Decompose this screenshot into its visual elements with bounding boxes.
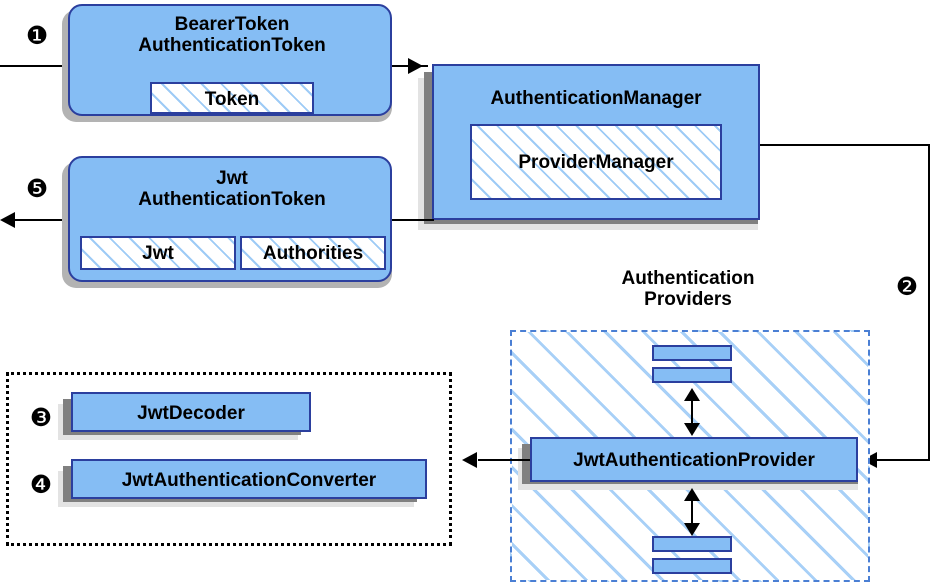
bearer-token-slot-token: Token [150, 82, 314, 114]
connector-provider-to-support [478, 459, 530, 461]
arrowhead-provider-down-top [684, 423, 700, 436]
arrowhead-provider-up [684, 388, 700, 401]
jwt-token-title: Jwt AuthenticationToken [138, 168, 326, 211]
arrowhead-to-manager [408, 58, 423, 74]
jwt-token-card[interactable]: Jwt AuthenticationToken Jwt Authorities [68, 156, 392, 282]
jwt-authentication-converter-title: JwtAuthenticationConverter [121, 470, 377, 491]
provider-placeholder-bar-4 [652, 558, 732, 574]
bearer-token-title: BearerToken AuthenticationToken [138, 14, 326, 57]
step-marker-1: ❶ [25, 21, 49, 50]
connector-manager-to-jwt-token [386, 219, 434, 221]
jwt-token-slot-jwt-label: Jwt [142, 243, 174, 264]
step-marker-4: ❹ [29, 470, 53, 499]
arrowhead-provider-down [684, 523, 700, 536]
connector-provider-down [691, 492, 693, 528]
jwt-token-slot-authorities: Authorities [240, 236, 386, 270]
arrowhead-response-out [0, 212, 15, 228]
provider-placeholder-bar-2 [652, 367, 732, 383]
jwt-decoder-title: JwtDecoder [137, 403, 245, 424]
bearer-token-card[interactable]: BearerToken AuthenticationToken Token [68, 4, 392, 116]
jwt-token-slot-authorities-label: Authorities [262, 243, 364, 264]
jwt-authentication-provider-box[interactable]: JwtAuthenticationProvider [530, 437, 858, 482]
connector-response-out [14, 219, 74, 221]
bearer-token-slot-token-label: Token [204, 89, 260, 110]
arrowhead-provider-to-support [462, 452, 477, 468]
connector-right-down [928, 144, 930, 460]
step-marker-5: ❺ [25, 174, 49, 203]
arrowhead-provider-up-bottom [684, 488, 700, 501]
authentication-providers-label: Authentication Providers [621, 268, 755, 311]
provider-placeholder-bar-3 [652, 536, 732, 552]
jwt-authentication-provider-title: JwtAuthenticationProvider [573, 450, 815, 471]
authentication-manager-slot-providermanager: ProviderManager [470, 124, 722, 200]
step-marker-3: ❸ [29, 403, 53, 432]
provider-manager-label: ProviderManager [518, 152, 674, 173]
authentication-manager-box[interactable]: AuthenticationManager ProviderManager [432, 64, 760, 220]
jwt-decoder-box[interactable]: JwtDecoder [71, 392, 311, 432]
authentication-manager-title: AuthenticationManager [490, 88, 702, 109]
connector-manager-right [760, 144, 930, 146]
jwt-token-slot-jwt: Jwt [80, 236, 236, 270]
support-components-region [6, 372, 452, 546]
provider-placeholder-bar-1 [652, 345, 732, 361]
jwt-authentication-converter-box[interactable]: JwtAuthenticationConverter [71, 459, 427, 499]
connector-provider-up [691, 392, 693, 428]
connector-request-in [0, 65, 65, 67]
connector-into-provider [876, 459, 930, 461]
step-marker-2: ❷ [895, 272, 919, 301]
